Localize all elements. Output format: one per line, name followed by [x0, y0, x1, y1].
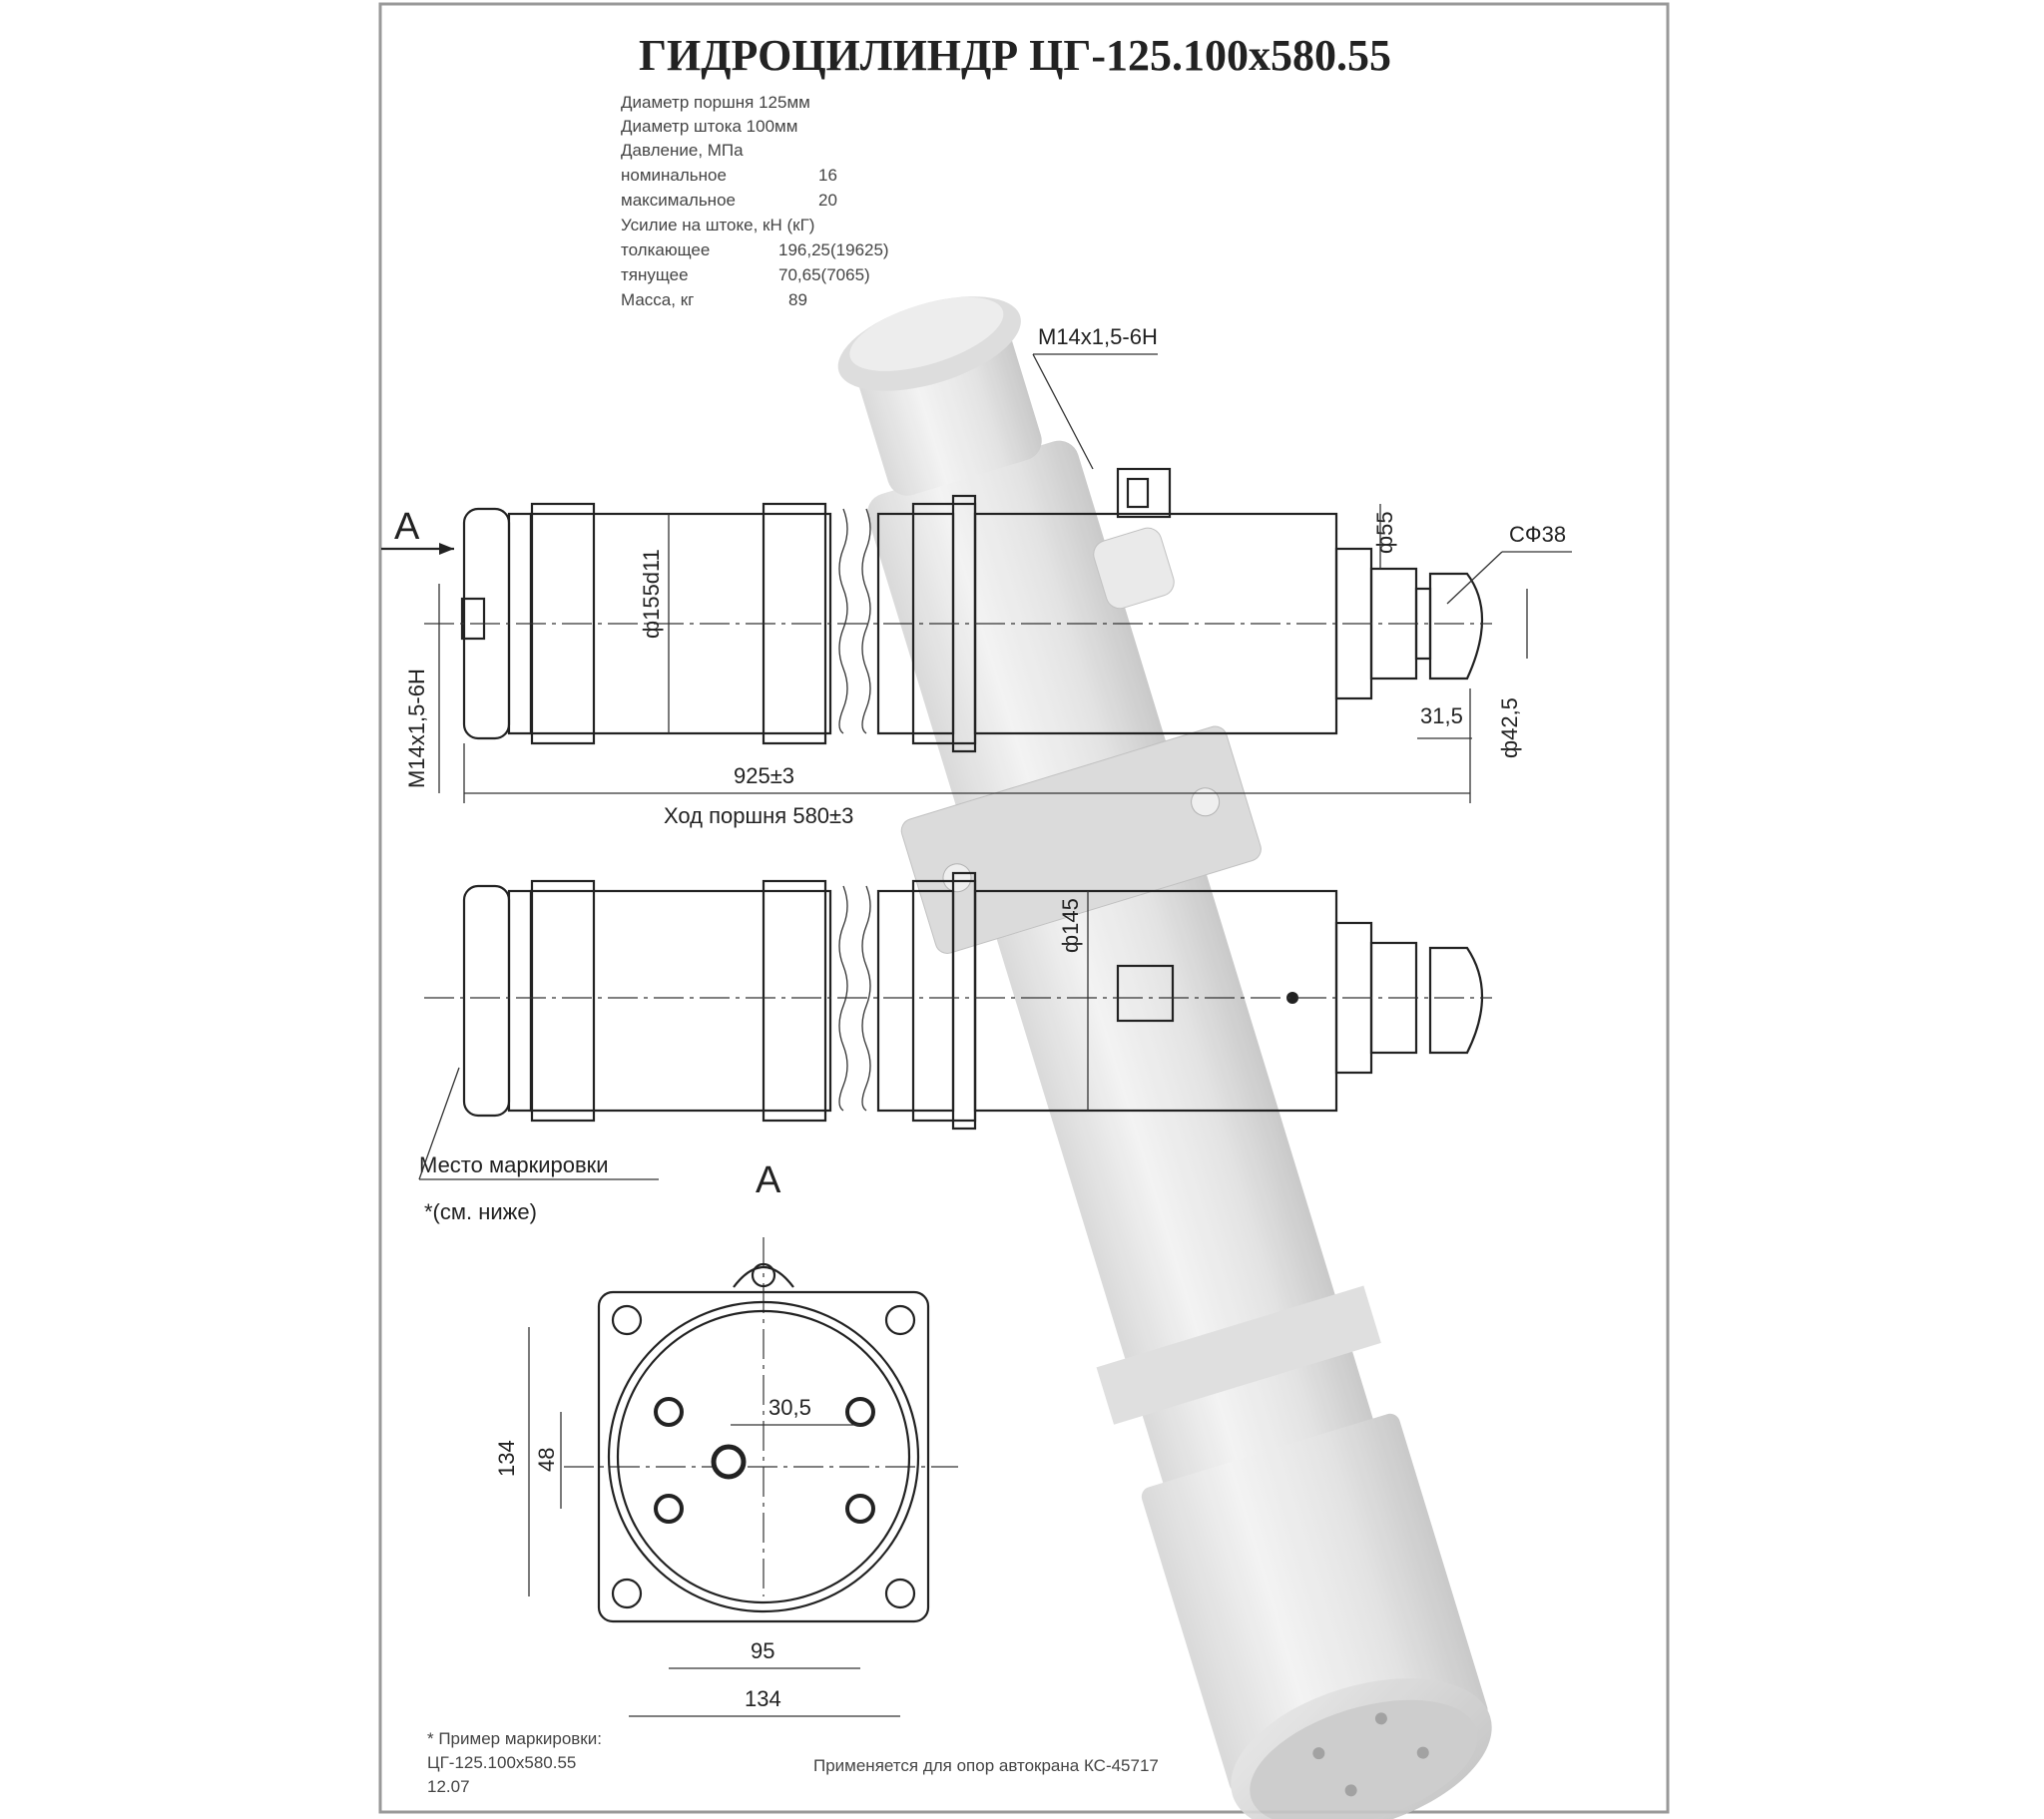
dim-dia-rod: ф55 — [1372, 511, 1397, 554]
section-a-view: А 30,5 48 134 95 134 — [494, 1159, 958, 1717]
dim-length-925: 925±3 — [734, 763, 794, 788]
spec-table: Диаметр поршня 125мм Диаметр штока 100мм… — [621, 93, 889, 309]
marking-label: Место маркировки — [419, 1152, 609, 1177]
dim-305: 30,5 — [768, 1395, 811, 1420]
dim-sphere: СФ38 — [1509, 522, 1566, 547]
dim-dia-145: ф145 — [1058, 898, 1083, 953]
spec-label: номинальное — [621, 166, 727, 185]
dim-134-vertical: 134 — [494, 1440, 519, 1477]
dim-95: 95 — [751, 1638, 774, 1663]
dim-stroke: Ход поршня 580±3 — [664, 803, 853, 828]
application-note: Применяется для опор автокрана КС-45717 — [813, 1756, 1159, 1775]
top-view: ф145 Место маркировки *(см. ниже) — [418, 871, 1492, 1224]
marking-example-line1: ЦГ-125.100х580.55 — [427, 1753, 576, 1772]
spec-label: Усилие на штоке, кН (кГ) — [621, 216, 814, 234]
spec-value: 196,25(19625) — [778, 240, 889, 259]
spec-value: 20 — [818, 191, 837, 210]
section-a-label: А — [756, 1159, 781, 1201]
dim-134-horizontal: 134 — [745, 1686, 781, 1711]
dim-dia-body: ф155d11 — [639, 549, 664, 639]
spec-label: Давление, МПа — [621, 141, 744, 160]
cylinder-3d-render — [837, 296, 1492, 1819]
dim-offset-315: 31,5 — [1420, 703, 1463, 728]
spec-value: 89 — [788, 290, 807, 309]
marking-example: * Пример маркировки: ЦГ-125.100х580.55 1… — [427, 1729, 602, 1796]
drawing-title: ГИДРОЦИЛИНДР ЦГ-125.100х580.55 — [639, 31, 1391, 80]
spec-label: Диаметр штока 100мм — [621, 117, 797, 136]
dim-dia-pin: ф42,5 — [1497, 697, 1522, 758]
marking-example-title: * Пример маркировки: — [427, 1729, 602, 1748]
view-a-label: А — [394, 506, 420, 548]
spec-label: Масса, кг — [621, 290, 694, 309]
marking-example-line2: 12.07 — [427, 1777, 470, 1796]
spec-label: толкающее — [621, 240, 710, 259]
front-view: А М14х1,5-6Н М14х1,5-6Н — [381, 324, 1572, 828]
spec-value: 16 — [818, 166, 837, 185]
spec-label: максимальное — [621, 191, 736, 210]
spec-label: тянущее — [621, 265, 689, 284]
dim-thread-top: М14х1,5-6Н — [1038, 324, 1158, 349]
spec-value: 70,65(7065) — [778, 265, 870, 284]
marking-note: *(см. ниже) — [424, 1199, 537, 1224]
dim-48: 48 — [534, 1448, 559, 1472]
dim-thread-left: М14х1,5-6Н — [404, 669, 429, 788]
spec-label: Диаметр поршня 125мм — [621, 93, 810, 112]
